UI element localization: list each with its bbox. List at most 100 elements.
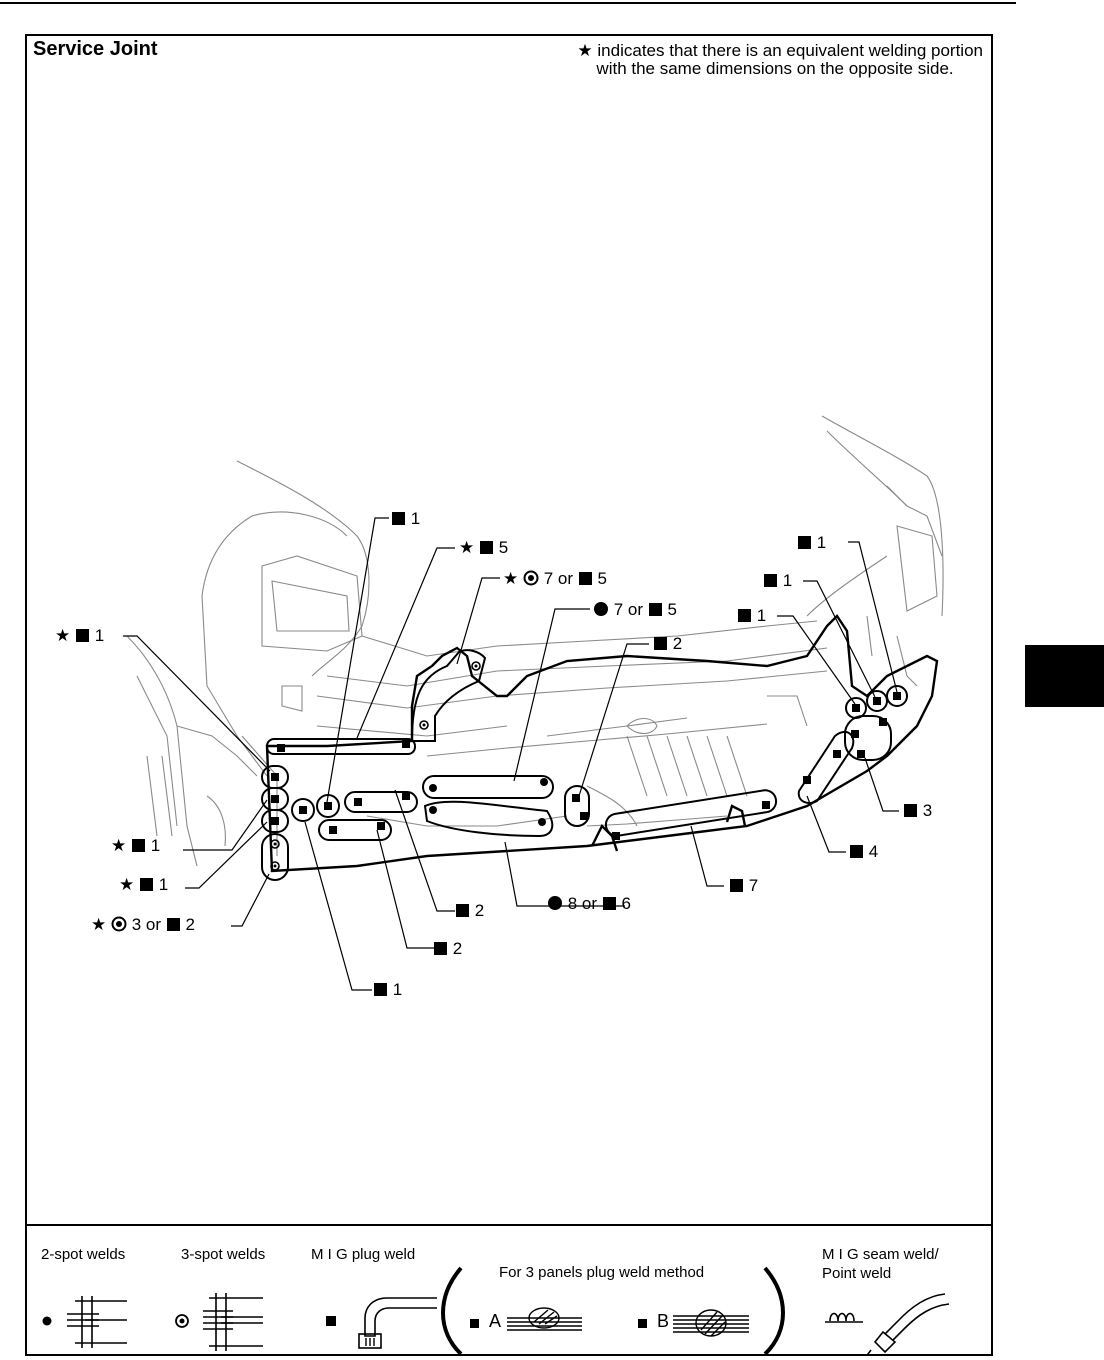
top-rule — [0, 2, 1016, 4]
callout-15: 2 — [433, 939, 462, 961]
plug-weld-icon — [131, 838, 146, 858]
callout-2-value: 5 — [498, 538, 509, 557]
three-spot-centers — [273, 664, 478, 868]
callout-5: 2 — [653, 634, 682, 656]
plug-weld-icon — [653, 636, 668, 656]
plug-weld-icon — [849, 844, 864, 864]
plug-weld-icon — [373, 982, 388, 1002]
three-spot-weld-icon — [175, 1293, 263, 1351]
note-text-2: with the same dimensions on the opposite… — [596, 59, 954, 78]
callout-18-value: 1 — [158, 875, 169, 894]
legend-label-a: A — [489, 1311, 502, 1331]
legend-mig-seam-label-1: M I G seam weld/ — [822, 1246, 939, 1263]
equivalent-note: ★ indicates that there is an equivalent … — [577, 42, 983, 78]
callout-10: 3 — [903, 801, 932, 823]
callout-3-value-2: 5 — [597, 569, 607, 588]
callout-1: 1 — [391, 509, 420, 531]
two-spot-weld-icon — [42, 1296, 127, 1348]
star-icon: ★ — [91, 915, 107, 934]
callout-11: 4 — [849, 842, 878, 864]
plug-weld-icon — [903, 803, 918, 823]
three-spot-points — [270, 661, 481, 871]
callout-13-value: 8 or — [567, 894, 598, 913]
section-tab — [1025, 645, 1104, 707]
plug-weld-icon — [139, 877, 154, 897]
callout-17: ★ 1 — [111, 836, 160, 858]
plug-weld-method-b-icon — [638, 1309, 749, 1337]
panel-outline — [265, 614, 939, 873]
rear-body-diagram — [123, 415, 944, 991]
figure-frame: Service Joint ★ indicates that there is … — [25, 34, 993, 1356]
callout-13-value-2: 6 — [621, 894, 631, 913]
callout-7: 1 — [797, 533, 826, 555]
star-icon: ★ — [111, 836, 127, 855]
callout-7-value: 1 — [816, 533, 827, 552]
callout-13: 8 or 6 — [547, 894, 631, 916]
note-line-1: ★ indicates that there is an equivalent … — [577, 42, 983, 60]
legend-mig-seam-label-2: Point weld — [822, 1265, 892, 1282]
callout-19-value: 3 or — [131, 915, 162, 934]
two-spot-icon — [547, 895, 563, 916]
callout-4-value-2: 5 — [667, 600, 677, 619]
three-spot-icon — [523, 570, 539, 591]
mig-plug-weld-icon — [326, 1297, 437, 1349]
callout-14: 2 — [455, 901, 484, 923]
weld-legend: 2-spot welds 3-spot welds M I G plug wel… — [27, 1226, 991, 1354]
callout-8-value: 1 — [782, 571, 793, 590]
weld-groups — [261, 649, 908, 881]
weld-points — [271, 692, 901, 840]
legend-label-b: B — [657, 1311, 670, 1331]
callout-15-value: 2 — [452, 939, 463, 958]
callout-3-value: 7 or — [543, 569, 574, 588]
callout-12-value: 7 — [748, 876, 759, 895]
plug-weld-icon — [578, 571, 593, 591]
legend-three-panel-label: For 3 panels plug weld method — [499, 1264, 705, 1281]
star-icon: ★ — [459, 538, 475, 557]
callout-10-value: 3 — [922, 801, 933, 820]
star-icon: ★ — [503, 569, 519, 588]
plug-weld-icon — [166, 917, 181, 937]
callout-4-value: 7 or — [613, 600, 644, 619]
legend-graphics — [42, 1266, 950, 1354]
legend-mig-plug-label: M I G plug weld — [311, 1246, 416, 1263]
callout-12: 7 — [729, 876, 758, 898]
callout-17-value: 1 — [150, 836, 161, 855]
plug-weld-icon — [763, 573, 778, 593]
plug-weld-icon — [737, 608, 752, 628]
callout-9: 1 — [737, 606, 766, 628]
star-icon: ★ — [577, 41, 593, 60]
plug-weld-icon — [391, 511, 406, 531]
callout-3: ★ 7 or 5 — [503, 569, 607, 591]
plug-weld-icon — [479, 540, 494, 560]
plug-weld-icon — [729, 878, 744, 898]
callout-11-value: 4 — [868, 842, 879, 861]
mig-seam-weld-icon — [825, 1293, 950, 1354]
star-icon: ★ — [119, 875, 135, 894]
plug-weld-icon — [455, 903, 470, 923]
plug-weld-icon — [648, 602, 663, 622]
two-spot-icon — [593, 601, 609, 622]
callout-8: 1 — [763, 571, 792, 593]
page-title: Service Joint — [33, 38, 158, 60]
plug-weld-icon — [602, 896, 617, 916]
leader-lines — [123, 517, 899, 991]
callout-16-value: 1 — [392, 980, 403, 999]
three-spot-icon — [111, 916, 127, 937]
three-panel-bracket — [441, 1266, 785, 1354]
plug-weld-method-a-icon — [470, 1307, 582, 1331]
callout-2: ★ 5 — [459, 538, 508, 560]
callout-16: 1 — [373, 980, 402, 1002]
plug-weld-icon — [797, 535, 812, 555]
note-text-1: indicates that there is an equivalent we… — [597, 41, 983, 60]
callout-4: 7 or 5 — [593, 600, 677, 622]
callout-18: ★ 1 — [119, 875, 168, 897]
body-outline — [126, 415, 944, 867]
callout-5-value: 2 — [672, 634, 683, 653]
callout-19-value-2: 2 — [185, 915, 195, 934]
plug-weld-icon — [433, 941, 448, 961]
callout-6-value: 1 — [94, 626, 105, 645]
callout-19: ★ 3 or 2 — [91, 915, 195, 937]
legend-two-spot-label: 2-spot welds — [41, 1246, 126, 1263]
legend-divider — [27, 1224, 991, 1226]
callout-6: ★ 1 — [55, 626, 104, 648]
